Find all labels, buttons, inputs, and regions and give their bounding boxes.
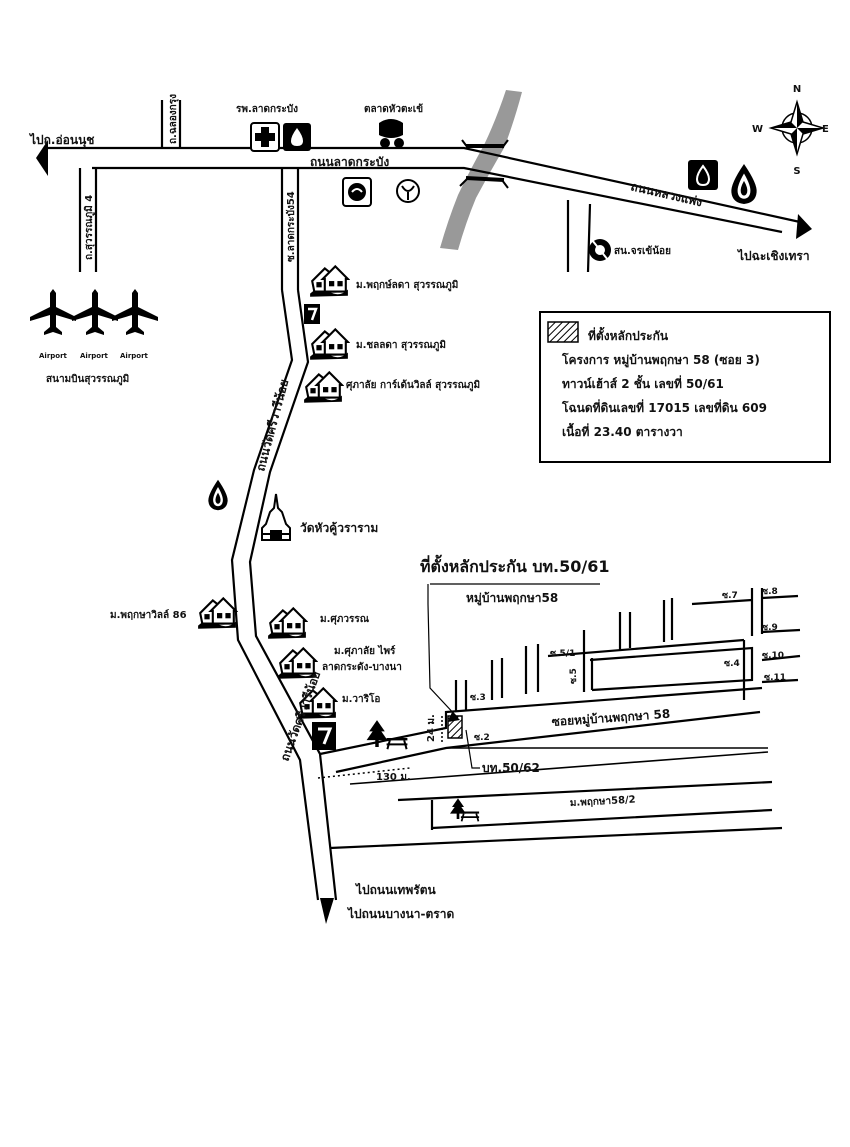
distance-24-label: 24 ม.: [426, 714, 437, 742]
legend-line-2: ทาวน์เฮ้าส์ 2 ชั้น เลขที่ 50/61: [562, 374, 724, 391]
direction-west: ไปถ.อ่อนนุช: [28, 132, 94, 148]
village-label-6b: ลาดกระดัง-บางนา: [322, 661, 402, 673]
hospital-icon: [250, 122, 280, 152]
east-branch-road: [566, 200, 592, 273]
road-suvarnabhumi4-label: ถ.สุวรรณภูมิ 4: [83, 195, 96, 260]
house-icon-1: [309, 265, 349, 298]
soi-9-label: ซ.9: [762, 623, 778, 633]
temple-label: วัดหัวคู้วราราม: [300, 521, 378, 536]
compass-s: S: [793, 166, 800, 177]
kasikorn-bank-icon: [396, 179, 420, 203]
gas-station-icon: [283, 123, 311, 151]
soi-7-label: ซ.7: [722, 591, 738, 601]
airport-label-2: Airport: [80, 352, 109, 360]
collateral-main-label: ที่ตั้งหลักประกัน บท.50/61: [420, 554, 609, 576]
soi-phruksa58-road: [319, 686, 763, 774]
compass-icon: [768, 99, 826, 157]
airplane-icon-3: [112, 289, 158, 335]
bridge: [459, 139, 509, 189]
soi-8-label: ซ.8: [762, 587, 778, 597]
village-label-7: ม.วาริโอ: [342, 692, 380, 705]
house-icon-5: [267, 607, 307, 640]
distance-130-line: [317, 767, 411, 779]
legend-line-1: โครงการ หมู่บ้านพฤกษา 58 (ซอย 3): [561, 352, 760, 368]
legend-hatch-swatch: [547, 321, 579, 343]
ptt-station-icon: [688, 160, 718, 190]
village-label-1: ม.พฤกษ์ลดา สุวรรณภูมิ: [356, 279, 458, 292]
soi-2-label: ซ.2: [474, 733, 490, 743]
house-icon-3: [303, 371, 343, 404]
bank-icon: [342, 177, 372, 207]
legend-box: [539, 311, 831, 463]
road-lat-krabang-label: ถนนลาดกระบัง: [310, 155, 389, 169]
temple-icon: [261, 493, 291, 541]
house-icon-4: [197, 597, 237, 630]
direction-south-1: ไปถนนเทพรัตน: [354, 882, 436, 897]
gas-drop-icon: [208, 479, 228, 511]
lat-krabang-road: [36, 140, 812, 239]
police-label: สน.จรเข้น้อย: [614, 245, 671, 257]
airplane-icon-1: [30, 289, 76, 335]
direction-east: ไปฉะเชิงเทรา: [736, 248, 810, 263]
river: [440, 90, 522, 250]
soi-5-label: ซ.5: [569, 668, 579, 684]
legend-title: ที่ตั้งหลักประกัน: [588, 326, 669, 343]
village-label-4: ม.พฤกษาวิลล์ 86: [110, 609, 187, 621]
road-phruksa58-2-label: ม.พฤกษา58/2: [570, 795, 636, 809]
road-soi-phruksa58-label: ซอยหมู่บ้านพฤกษา 58: [551, 707, 670, 730]
house-icon-2: [309, 328, 349, 361]
compass-n: N: [793, 84, 801, 95]
village-label-3: ศุภาลัย การ์เด้นวิลล์ สุวรรณภูมิ: [346, 379, 480, 392]
village-name-label: หมู่บ้านพฤกษา58: [466, 591, 558, 606]
chalong-krung-road: [160, 100, 182, 148]
road-chalong-krung-label: ถ.ฉลองกรุง: [168, 94, 179, 144]
collateral-other-label: บท.50/62: [482, 761, 540, 775]
airport-name: สนามบินสุวรรณภูมิ: [46, 373, 129, 386]
seven-eleven-icon-1: [304, 304, 320, 324]
bench-icon-1: [385, 736, 409, 750]
soi-10-label: ซ.10: [762, 651, 784, 661]
village-label-5: ม.ศุภวรรณ: [320, 614, 370, 625]
market-icon: [379, 119, 404, 148]
soi-3-label: ซ.3: [470, 693, 486, 703]
seven-eleven-icon-2: [312, 722, 336, 750]
compass-e: E: [822, 124, 829, 135]
legend-line-3: โฉนดที่ดินเลขที่ 17015 เลขที่ดิน 609: [561, 399, 767, 415]
police-icon: [589, 239, 611, 261]
ptt-drop-icon: [731, 164, 757, 204]
airplane-icon-2: [72, 289, 118, 335]
hospital-label: รพ.ลาดกระบัง: [236, 103, 298, 115]
road-lat-krabang54-label: ซ.ลาดกระบัง54: [285, 191, 297, 262]
soi-4-label: ซ.4: [724, 659, 740, 669]
direction-south-2: ไปถนนบางนา-ตราด: [346, 906, 454, 921]
airport-label-3: Airport: [120, 352, 149, 360]
collateral-callout: [427, 584, 459, 719]
village-label-2: ม.ชลลดา สุวรรณภูมิ: [356, 339, 446, 352]
market-label: ตลาดหัวตะเข้: [364, 103, 423, 115]
village-sois: [454, 588, 801, 712]
airport-label-1: Airport: [39, 352, 68, 360]
lower-roads: [329, 747, 783, 850]
soi-11-label: ซ.11: [764, 673, 786, 683]
distance-130-label: 130 ม.: [376, 772, 411, 783]
legend-line-4: เนื้อที่ 23.40 ตารางวา: [562, 422, 683, 439]
compass-w: W: [752, 124, 763, 135]
suvarnabhumi4-road: [78, 168, 98, 272]
bench-icon-2: [459, 810, 481, 822]
lat-krabang54-road: [280, 168, 300, 290]
soi-5-1-label: ซ.5/1: [550, 649, 575, 659]
village-label-6a: ม.ศุภาลัย ไพร์: [334, 644, 396, 657]
